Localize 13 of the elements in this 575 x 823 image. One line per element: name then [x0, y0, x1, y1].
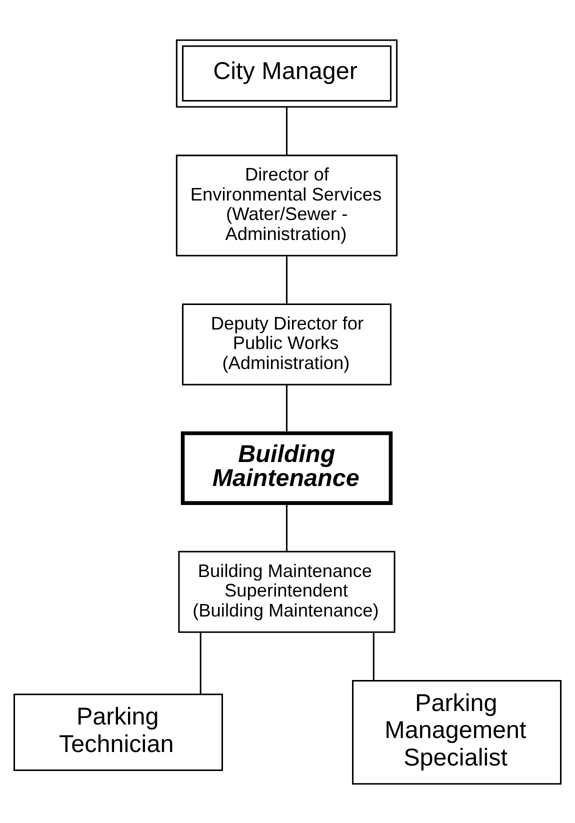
connector — [200, 632, 202, 694]
node-box: Director of Environmental Services (Water/Sewer - Administration) — [176, 154, 398, 256]
connector — [372, 632, 374, 680]
connector — [286, 384, 288, 432]
node-box: City Manager — [176, 38, 398, 108]
connector — [286, 502, 288, 551]
node-box: Deputy Director for Public Works (Administration) — [182, 302, 392, 385]
connector — [286, 255, 288, 304]
connector — [286, 106, 288, 155]
node-box: Building Maintenance — [180, 430, 393, 504]
node-box: Parking Technician — [13, 693, 223, 771]
node-box: Parking Management Specialist — [352, 679, 562, 784]
node-box: Building Maintenance Superintendent (Building Maintenance) — [178, 550, 396, 632]
